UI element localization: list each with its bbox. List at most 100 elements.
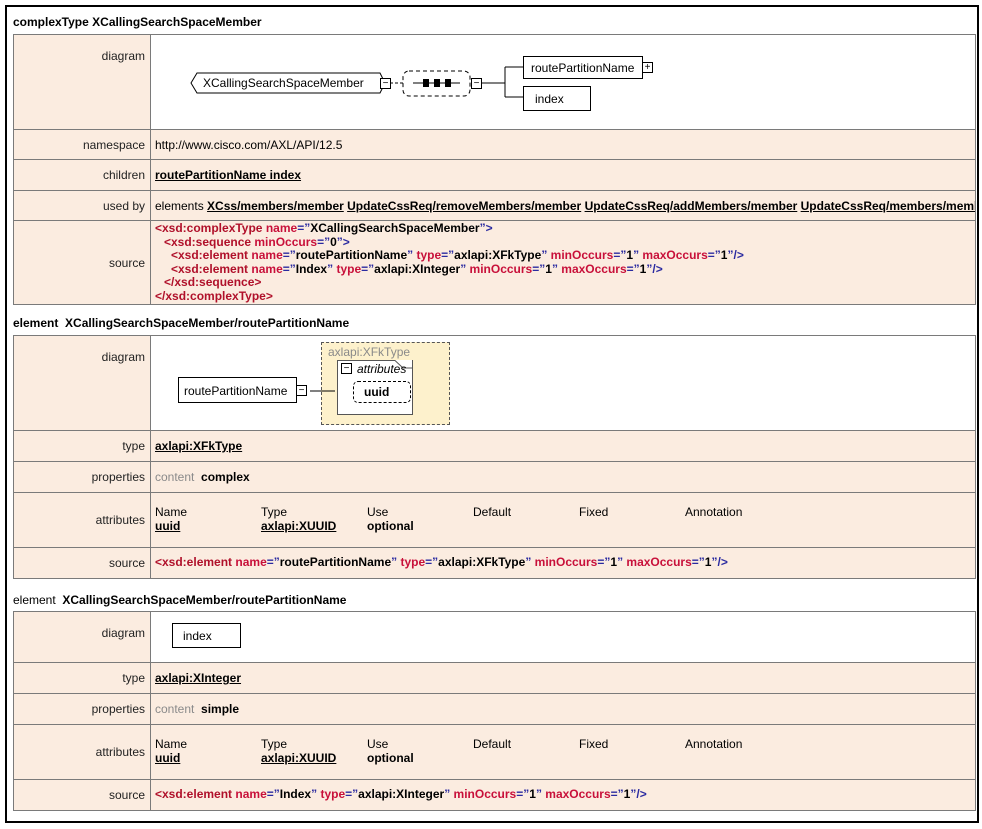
- attributes-grid: Name Type Use Default Fixed Annotation u…: [155, 730, 975, 774]
- source-code: <xsd:element name=”Index” type=”axlapi:X…: [150, 779, 976, 811]
- property-key: content: [155, 702, 195, 716]
- label-attributes: attributes: [13, 724, 151, 780]
- row-namespace: namespace http://www.cisco.com/AXL/API/1…: [13, 129, 976, 160]
- element-table-routepartitionname: diagram axlapi:XFkType − attributes uuid: [13, 335, 976, 579]
- source-line: <xsd:element name=”Index” type=”axlapi:X…: [171, 261, 663, 276]
- label-diagram: diagram: [13, 611, 151, 663]
- heading-name: XCallingSearchSpaceMember/routePartition…: [65, 316, 350, 330]
- row-attributes: attributes Name Type Use Default Fixed A…: [13, 724, 976, 780]
- element-label: index: [183, 629, 212, 643]
- heading-kind: complexType: [13, 15, 89, 29]
- document-frame: complexType XCallingSearchSpaceMember di…: [5, 5, 979, 823]
- element-index[interactable]: index: [172, 623, 241, 648]
- source-code: <xsd:element name=”routePartitionName” t…: [150, 547, 976, 579]
- attr-header: Default: [473, 737, 512, 751]
- attr-type-link[interactable]: axlapi:XUUID: [261, 519, 337, 533]
- used-by-link[interactable]: UpdateCssReq/addMembers/member: [584, 198, 798, 213]
- element-diagram: index: [155, 612, 975, 662]
- complextype-table: diagram: [13, 34, 976, 305]
- properties-value: content simple: [150, 693, 976, 725]
- label-source: source: [13, 779, 151, 811]
- used-by-value: elements XCss/members/member UpdateCssRe…: [150, 190, 976, 221]
- child1-label: routePartitionName: [531, 61, 635, 75]
- property-key: content: [155, 470, 195, 484]
- attr-header: Use: [367, 505, 389, 519]
- label-type: type: [13, 662, 151, 694]
- row-type: type axlapi:XFkType: [13, 430, 976, 462]
- attributes-group: − attributes uuid: [337, 360, 413, 415]
- collapse-icon[interactable]: −: [380, 78, 391, 89]
- attributes-grid: Name Type Use Default Fixed Annotation u…: [155, 498, 975, 542]
- row-source: source <xsd:complexType name=”XCallingSe…: [13, 220, 976, 305]
- properties-value: content complex: [150, 461, 976, 493]
- attr-type-link[interactable]: axlapi:XUUID: [261, 751, 337, 765]
- collapse-icon[interactable]: −: [471, 78, 482, 89]
- label-properties: properties: [13, 693, 151, 725]
- row-children: children routePartitionName index: [13, 159, 976, 191]
- source-code: <xsd:complexType name=”XCallingSearchSpa…: [150, 220, 976, 305]
- element-table-index: diagram index type axlapi:XInteger: [13, 611, 976, 811]
- attr-header: Name: [155, 737, 188, 751]
- children-value: routePartitionName index: [150, 159, 976, 191]
- used-by-link[interactable]: UpdateCssReq/removeMembers/member: [347, 198, 582, 213]
- type-link[interactable]: axlapi:XFkType: [155, 439, 243, 453]
- element-label: routePartitionName: [184, 384, 288, 398]
- property-value: simple: [201, 702, 240, 716]
- attr-name-link[interactable]: uuid: [155, 519, 181, 533]
- element-diagram: axlapi:XFkType − attributes uuid: [155, 336, 975, 430]
- label-children: children: [13, 159, 151, 191]
- heading-name: XCallingSearchSpaceMember/routePartition…: [62, 593, 347, 607]
- row-diagram: diagram axlapi:XFkType − attributes uuid: [13, 335, 976, 431]
- source-line: <xsd:element name=”routePartitionName” t…: [171, 248, 744, 262]
- label-properties: properties: [13, 461, 151, 493]
- collapse-icon[interactable]: −: [296, 385, 307, 396]
- row-used-by: used by elements XCss/members/member Upd…: [13, 190, 976, 221]
- children-link[interactable]: routePartitionName index: [155, 168, 302, 182]
- attr-use: optional: [367, 519, 414, 533]
- element-routepartitionname[interactable]: routePartitionName: [178, 377, 297, 403]
- attribute-label: uuid: [364, 385, 390, 399]
- attribute-uuid[interactable]: uuid: [353, 381, 411, 403]
- used-by-link[interactable]: UpdateCssReq/members/member: [800, 198, 976, 213]
- heading-kind: element: [13, 593, 56, 607]
- used-by-link[interactable]: XCss/members/member: [207, 198, 344, 213]
- type-value: axlapi:XInteger: [150, 662, 976, 694]
- row-source: source <xsd:element name=”routePartition…: [13, 547, 976, 579]
- label-diagram: diagram: [13, 335, 151, 431]
- section-heading-element: element XCallingSearchSpaceMember/routeP…: [13, 316, 349, 330]
- type-value: axlapi:XFkType: [150, 430, 976, 462]
- diagram-cell: index: [150, 611, 976, 663]
- attributes-label: attributes: [357, 362, 407, 376]
- complextype-diagram: XCallingSearchSpaceMember − − routeParti…: [155, 35, 975, 129]
- label-used-by: used by: [13, 190, 151, 221]
- label-attributes: attributes: [13, 492, 151, 548]
- collapse-icon[interactable]: −: [341, 363, 352, 374]
- attr-name-link[interactable]: uuid: [155, 751, 181, 765]
- row-attributes: attributes Name Type Use Default Fixed A…: [13, 492, 976, 548]
- child-element-routepartitionname[interactable]: routePartitionName: [523, 56, 643, 79]
- type-box: axlapi:XFkType − attributes uuid: [321, 342, 450, 425]
- attr-header: Default: [473, 505, 512, 519]
- attr-header: Use: [367, 737, 389, 751]
- type-link[interactable]: axlapi:XInteger: [155, 671, 242, 685]
- source-line: </xsd:complexType>: [155, 288, 273, 303]
- diagram-cell: XCallingSearchSpaceMember − − routeParti…: [150, 34, 976, 130]
- attr-header: Type: [261, 505, 288, 519]
- row-properties: properties content simple: [13, 693, 976, 725]
- expand-icon[interactable]: +: [642, 62, 653, 73]
- property-value: complex: [201, 470, 250, 484]
- row-diagram: diagram: [13, 34, 976, 130]
- source-line: <xsd:complexType name=”XCallingSearchSpa…: [155, 221, 493, 235]
- heading-name: XCallingSearchSpaceMember: [92, 15, 262, 29]
- child-element-index[interactable]: index: [523, 86, 591, 111]
- attr-header: Fixed: [579, 737, 609, 751]
- row-properties: properties content complex: [13, 461, 976, 493]
- heading-kind: element: [13, 316, 59, 330]
- type-box-label: axlapi:XFkType: [328, 345, 411, 359]
- label-source: source: [13, 547, 151, 579]
- attr-header: Name: [155, 505, 188, 519]
- diagram-lines: [190, 58, 531, 98]
- row-source: source <xsd:element name=”Index” type=”a…: [13, 779, 976, 811]
- source-line: </xsd:sequence>: [164, 275, 262, 289]
- attr-header: Annotation: [685, 505, 743, 519]
